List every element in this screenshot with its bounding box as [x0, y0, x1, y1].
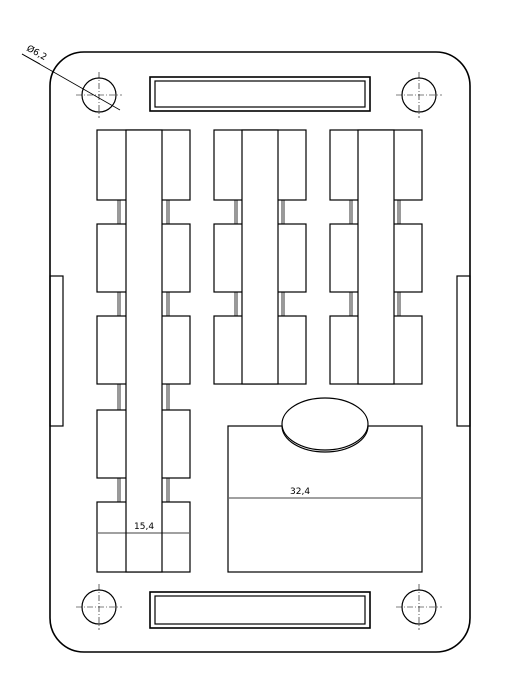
left-long-bar [125, 129, 163, 573]
middle-cell-column [213, 129, 307, 385]
pocket-width-label: 32,4 [290, 487, 310, 497]
middle-long-bar [241, 129, 279, 385]
finger-notch [281, 397, 369, 451]
mounting-hole-bottom-left [76, 584, 122, 630]
bottom-slot [149, 591, 371, 629]
right-side-tab [456, 275, 471, 427]
large-pocket [227, 397, 423, 573]
top-slot [149, 76, 371, 112]
left-cell-column [96, 129, 191, 573]
slot-width-dimension: 15,4 [98, 522, 189, 534]
slot-width-label: 15,4 [134, 522, 154, 532]
mounting-hole-top-right [396, 72, 442, 118]
mounting-hole-top-left [76, 72, 122, 118]
right-long-bar [357, 129, 395, 385]
left-side-tab [49, 275, 64, 427]
pocket-width-dimension: 32,4 [229, 487, 421, 499]
hole-diameter-label: Ø6,2 [25, 43, 49, 63]
right-cell-column [329, 129, 423, 385]
hole-diameter-callout: Ø6,2 [21, 43, 121, 111]
mounting-hole-bottom-right [396, 584, 442, 630]
